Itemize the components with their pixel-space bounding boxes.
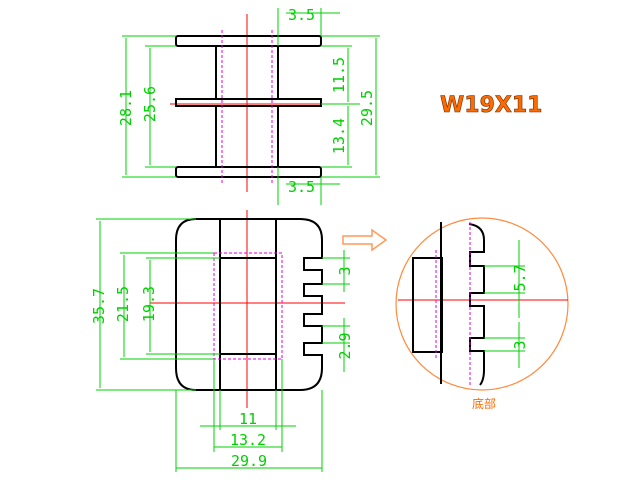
- top-flange: [175, 35, 322, 47]
- dim-overall-height: 29.5: [358, 90, 376, 126]
- top-view: 3.5 3.5 28.1 25.6 11.5 13.4 29.5: [117, 6, 380, 205]
- hidden-window: [213, 252, 283, 360]
- dim-bottom-flange: 3.5: [288, 178, 315, 196]
- dim-detail-slot: 3: [511, 340, 529, 349]
- detail-circle: [395, 217, 569, 391]
- middle-flange: [175, 98, 322, 107]
- bobbin-body-outline: [175, 218, 323, 391]
- core-window: [219, 257, 277, 355]
- part-title: W19X11: [440, 93, 542, 118]
- dim-upper-section: 11.5: [330, 57, 348, 93]
- detail-view: 5.7 3 底部: [395, 217, 569, 411]
- dim-winding-window: 25.6: [141, 86, 159, 122]
- dim-overall-width: 29.9: [231, 452, 267, 470]
- dim-detail-pitch: 5.7: [511, 264, 529, 291]
- detail-slot-edge: [468, 223, 485, 386]
- dim-slot-pitch: 2.9: [336, 332, 354, 359]
- dim-top-flange: 3.5: [288, 6, 315, 24]
- bottom-flange: [175, 166, 322, 178]
- dim-core-width: 11: [239, 410, 257, 428]
- detail-caption: 底部: [472, 396, 496, 411]
- front-view: 35.7 21.5 19.3 3 2.9 11 1: [90, 210, 354, 472]
- dim-front-mid: 21.5: [114, 286, 132, 322]
- dim-window-width: 13.2: [230, 431, 266, 449]
- dim-lower-section: 13.4: [330, 118, 348, 154]
- dim-front-window: 19.3: [140, 286, 158, 322]
- detail-arrow-icon: [342, 228, 388, 252]
- detail-core-window: [412, 257, 443, 353]
- dim-overall-height-inner: 28.1: [117, 90, 135, 126]
- dim-slot-width: 3: [336, 266, 354, 275]
- dim-front-height: 35.7: [90, 288, 108, 324]
